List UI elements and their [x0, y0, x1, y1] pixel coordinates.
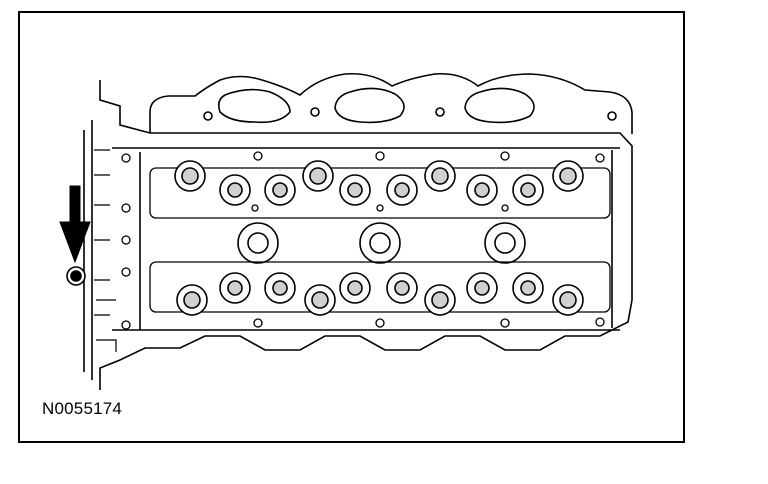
cam-bridges [149, 167, 611, 313]
valve-row-lower [176, 272, 584, 316]
side-ribs [94, 149, 117, 352]
head-outline [83, 80, 633, 390]
manifold-flange [149, 72, 633, 134]
bolt-holes [121, 151, 605, 330]
callout-arrow [59, 185, 91, 264]
plug-bores [237, 222, 526, 264]
figure-frame [18, 11, 685, 443]
valve-row-upper [174, 160, 584, 206]
figure-id-label: N0055174 [42, 399, 123, 418]
plug [66, 266, 86, 286]
